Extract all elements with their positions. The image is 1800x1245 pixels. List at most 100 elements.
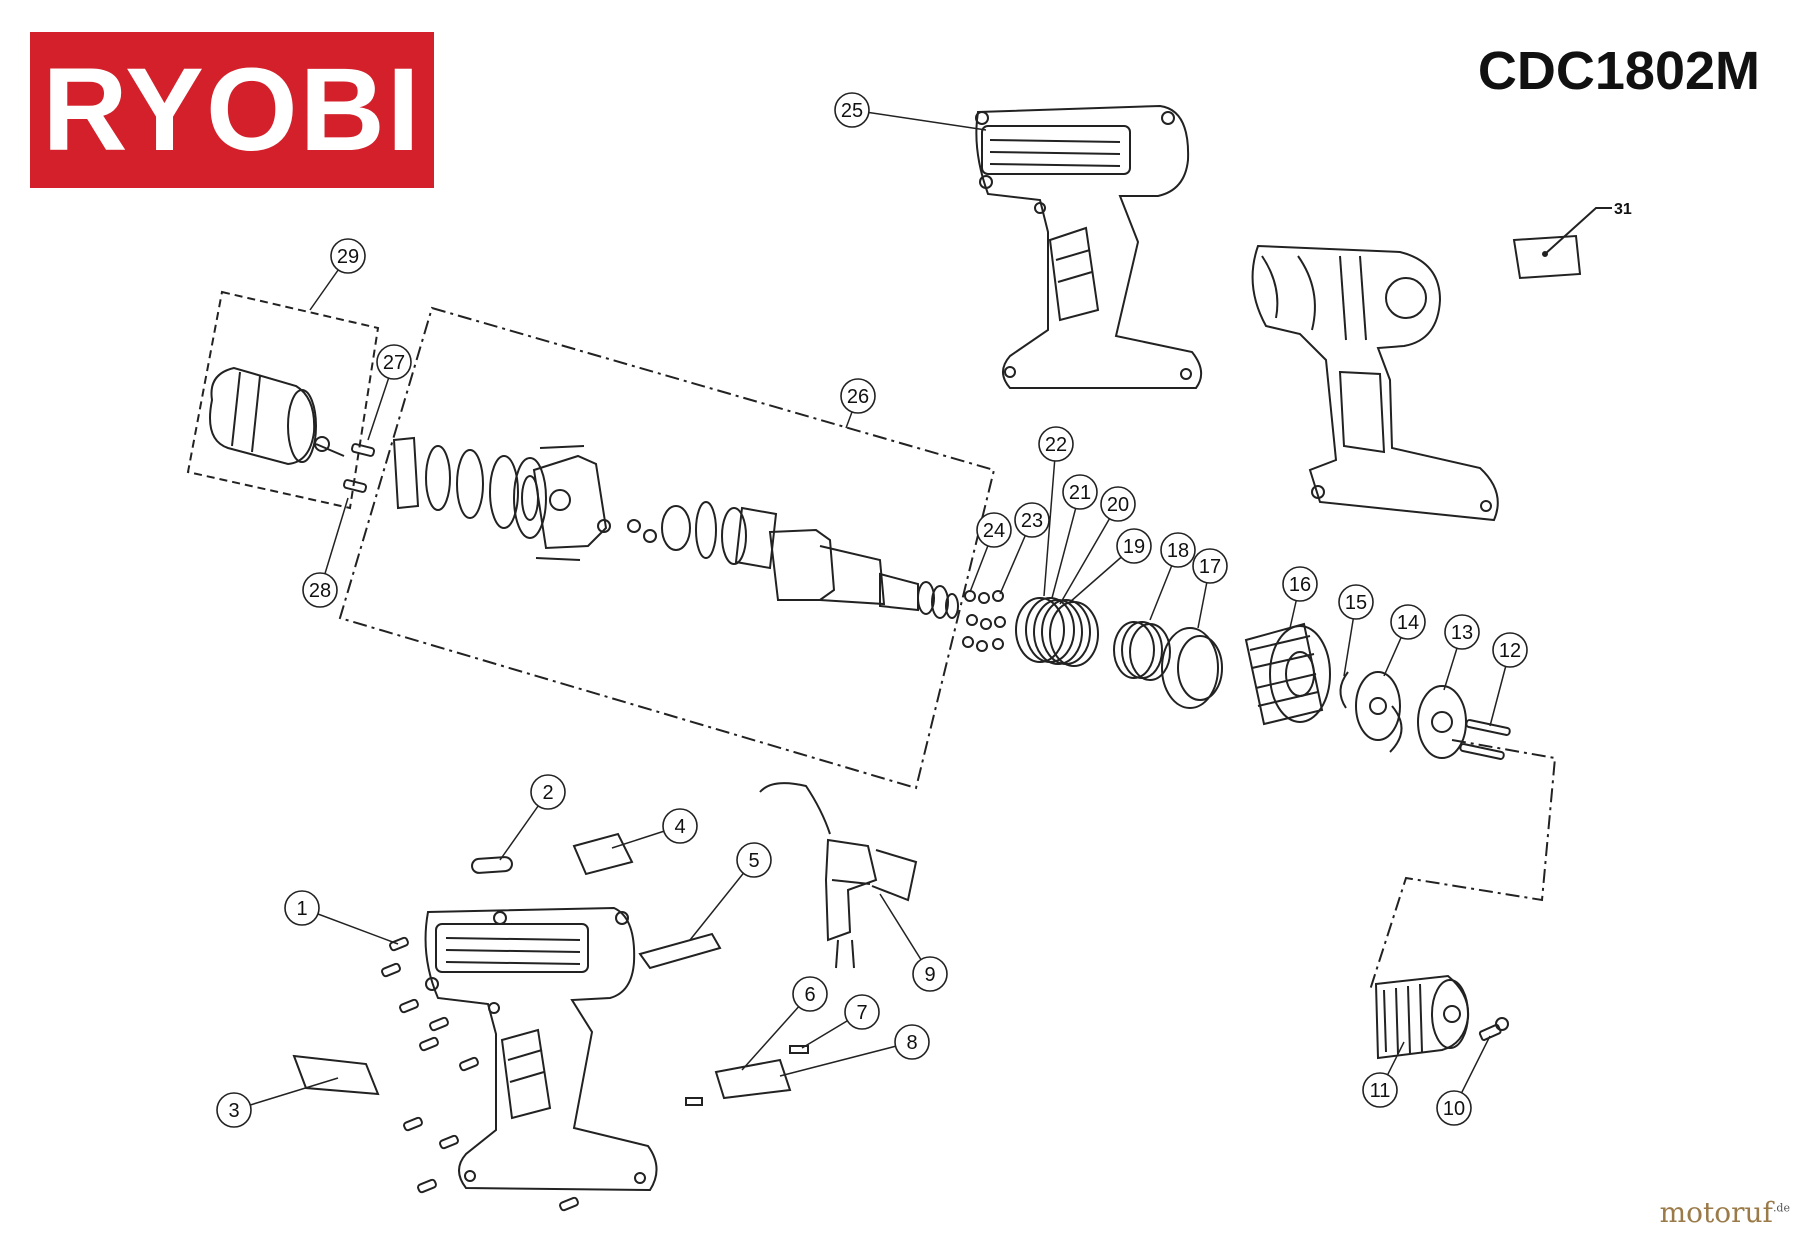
callout-label-2: 2 — [542, 782, 553, 804]
callout-22: 22 — [1038, 426, 1074, 462]
cover-icon — [714, 1058, 792, 1100]
callout-circle-19 — [1116, 528, 1152, 564]
callout-circle-12 — [1492, 632, 1528, 668]
callout-label-20: 20 — [1107, 494, 1129, 516]
callout-18: 18 — [1160, 532, 1196, 568]
screw-icon — [342, 443, 376, 493]
callout-circle-6 — [792, 976, 828, 1012]
callout-1: 1 — [284, 890, 320, 926]
switch-icon — [759, 782, 918, 969]
chuck-icon — [1374, 974, 1470, 1060]
callout-label-18: 18 — [1167, 540, 1189, 562]
callout-circle-9 — [912, 956, 948, 992]
watermark-name: motoruf — [1659, 1196, 1773, 1229]
callout-23: 23 — [1014, 502, 1050, 538]
motor-assembly-box — [186, 290, 380, 510]
callout-label-16: 16 — [1289, 574, 1311, 596]
callout-12: 12 — [1492, 632, 1528, 668]
gearbox-icon — [392, 436, 959, 619]
callout-label-7: 7 — [856, 1002, 867, 1024]
callout-24: 24 — [976, 512, 1012, 548]
callout-circle-26 — [840, 378, 876, 414]
callout-label-22: 22 — [1045, 434, 1067, 456]
callout-11: 11 — [1362, 1072, 1398, 1108]
callout-circle-22 — [1038, 426, 1074, 462]
callout-circle-27 — [376, 344, 412, 380]
screw-icon — [1459, 719, 1511, 760]
callout-label-21: 21 — [1069, 482, 1091, 504]
callout-label-1: 1 — [296, 898, 307, 920]
watermark-suffix: .de — [1772, 1201, 1790, 1215]
callout-circle-21 — [1062, 474, 1098, 510]
callout-circle-18 — [1160, 532, 1196, 568]
clutch-ring — [1161, 627, 1223, 709]
leader-line-3 — [233, 1077, 339, 1111]
callout-label-27: 27 — [383, 352, 405, 374]
label-plate-icon — [292, 1054, 380, 1096]
callout-label-6: 6 — [804, 984, 815, 1006]
callout-19: 19 — [1116, 528, 1152, 564]
callout-10: 10 — [1436, 1090, 1472, 1126]
callout-25: 25 — [834, 92, 870, 128]
callout-label-12: 12 — [1499, 640, 1521, 662]
housing-half-icon — [1251, 244, 1499, 522]
callout-15: 15 — [1338, 584, 1374, 620]
small-part-icon — [789, 1045, 809, 1054]
screw-icon — [381, 936, 579, 1212]
callout-21: 21 — [1062, 474, 1098, 510]
leader-line-25 — [851, 109, 987, 131]
small-part-icon — [685, 1097, 703, 1106]
callout-circle-15 — [1338, 584, 1374, 620]
callout-label-17: 17 — [1199, 556, 1221, 578]
callout-17: 17 — [1192, 548, 1228, 584]
leader-line-21 — [1051, 491, 1081, 599]
screw-icon — [1478, 1017, 1509, 1041]
model-number: CDC1802M — [1477, 41, 1760, 101]
callout-circle-28 — [302, 572, 338, 608]
leader-line-20 — [1059, 503, 1119, 605]
callout-label-24: 24 — [983, 520, 1005, 542]
callout-16: 16 — [1282, 566, 1318, 602]
callout-label-29: 29 — [337, 246, 359, 268]
callout-circle-14 — [1390, 604, 1426, 640]
housing-half-icon — [424, 906, 658, 1192]
bracket-icon — [572, 832, 634, 876]
callout-circle-25 — [834, 92, 870, 128]
callout-label-25: 25 — [841, 100, 863, 122]
clutch-spring-icon — [1015, 597, 1171, 681]
leader-line-8 — [779, 1041, 913, 1077]
callout-3: 3 — [216, 1092, 252, 1128]
callout-circle-3 — [216, 1092, 252, 1128]
watermark: motoruf.de — [1600, 1196, 1790, 1229]
callout-circle-20 — [1100, 486, 1136, 522]
callout-4: 4 — [662, 808, 698, 844]
callout-circle-10 — [1436, 1090, 1472, 1126]
callout-20: 20 — [1100, 486, 1136, 522]
callout-label-4: 4 — [674, 816, 685, 838]
callout-label-8: 8 — [906, 1032, 917, 1054]
gearbox-assembly-box — [338, 306, 996, 790]
callout-circle-7 — [844, 994, 880, 1030]
callout-label-9: 9 — [924, 964, 935, 986]
callout-8: 8 — [894, 1024, 930, 1060]
callout-circle-16 — [1282, 566, 1318, 602]
callout-6: 6 — [792, 976, 828, 1012]
callout-label-23: 23 — [1021, 510, 1043, 532]
callout-label-26: 26 — [847, 386, 869, 408]
callout-label-10: 10 — [1443, 1098, 1465, 1120]
callout-label-31: 31 — [1614, 201, 1632, 218]
leader-line-22 — [1043, 443, 1057, 597]
callout-circle-8 — [894, 1024, 930, 1060]
callout-label-19: 19 — [1123, 536, 1145, 558]
callout-circle-1 — [284, 890, 320, 926]
callout-label-14: 14 — [1397, 612, 1419, 634]
callout-26: 26 — [840, 378, 876, 414]
housing-half-icon — [975, 104, 1203, 389]
callout-circle-2 — [530, 774, 566, 810]
callout-5: 5 — [736, 842, 772, 878]
callout-28: 28 — [302, 572, 338, 608]
clutch-balls — [962, 590, 1006, 652]
ryobi-logo: RYOBI — [30, 32, 434, 188]
